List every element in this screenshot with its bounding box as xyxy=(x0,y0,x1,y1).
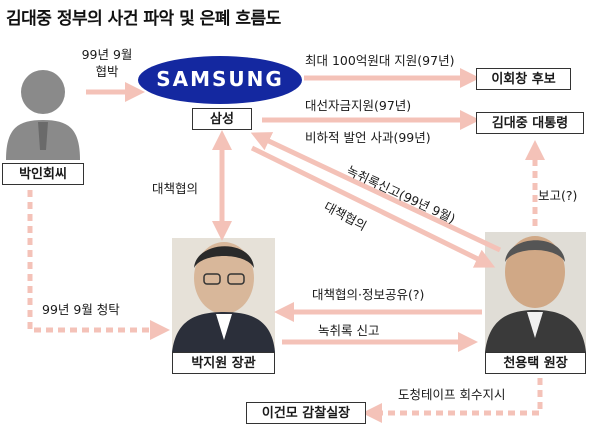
label-threat: 협박 xyxy=(95,64,119,79)
label-order-recover: 도청테이프 회수지시 xyxy=(398,387,506,402)
page-title: 김대중 정부의 사건 파악 및 은폐 흐름도 xyxy=(6,9,281,29)
person-silhouette-icon xyxy=(2,60,84,163)
node-lee-gunmo: 이건모 감찰실장 xyxy=(246,402,366,424)
arrow-order-recover xyxy=(362,378,543,423)
arrow-request xyxy=(27,190,170,340)
node-kim-daejung: 김대중 대통령 xyxy=(476,112,584,134)
label-request: 99년 9월 청탁 xyxy=(42,302,120,317)
node-samsung: 삼성 xyxy=(192,108,252,130)
label-tape-report: 녹취록 신고 xyxy=(318,323,380,338)
label-report-president: 보고(?) xyxy=(538,188,578,203)
samsung-logo-text: SAMSUNG xyxy=(156,67,284,91)
arrow-report-tape xyxy=(250,132,502,253)
samsung-logo: SAMSUNG xyxy=(140,54,300,106)
arrow-consult-samsung-cheon xyxy=(250,145,496,268)
cheon-yongtaek-photo xyxy=(485,232,586,352)
node-park-in-hoe: 박인회씨 xyxy=(2,163,84,185)
node-lee-hoichang: 이회창 후보 xyxy=(476,68,571,90)
label-apology: 비하적 발언 사과(99년) xyxy=(305,130,431,145)
samsung-logo-icon xyxy=(138,56,302,104)
label-consult-samsung-park: 대책협의 xyxy=(152,181,199,196)
label-info-share: 대책협의·정보공유(?) xyxy=(312,287,425,302)
arrows xyxy=(27,68,545,423)
node-cheon-yongtaek: 천용택 원장 xyxy=(485,352,586,374)
park-jiwon-photo xyxy=(172,238,275,352)
label-threat-date: 99년 9월 xyxy=(81,47,133,62)
label-fund-kim: 대선자금지원(97년) xyxy=(305,98,412,113)
label-fund-lee: 최대 100억원대 지원(97년) xyxy=(305,53,455,68)
node-park-jiwon: 박지원 장관 xyxy=(172,352,275,374)
